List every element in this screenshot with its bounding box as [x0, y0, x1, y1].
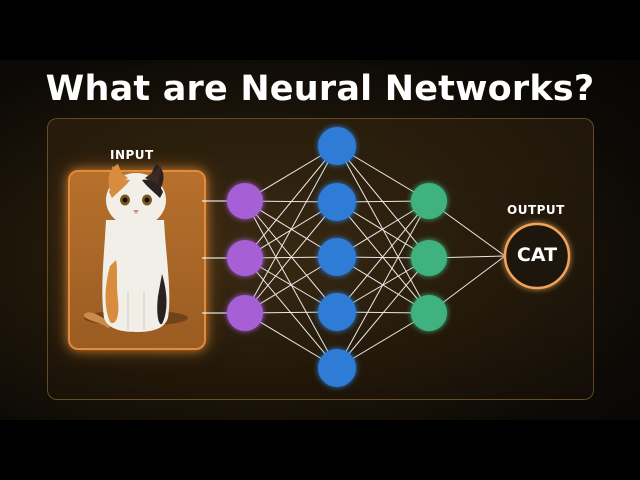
page-title: What are Neural Networks?: [45, 69, 595, 109]
input-label: INPUT: [110, 148, 154, 162]
network-diagram: [83, 127, 571, 387]
letterbox-bottom: [0, 420, 640, 480]
edge: [244, 145, 338, 314]
diagram-stage: What are Neural Networks? INPUT: [0, 60, 640, 420]
network-nodes: [227, 127, 447, 387]
edge: [336, 257, 430, 369]
input-layer-node-3: [227, 295, 263, 331]
hidden-layer-node-3: [318, 238, 356, 276]
input-layer-node-1: [227, 183, 263, 219]
output-label: OUTPUT: [507, 203, 565, 217]
output-layer-node-1: [411, 183, 447, 219]
edge: [244, 145, 338, 259]
edge: [244, 200, 338, 313]
output-value: CAT: [516, 244, 558, 266]
output-result-node: [503, 222, 571, 290]
hidden-layer-node-2: [318, 183, 356, 221]
edge: [336, 200, 430, 313]
hidden-layer-node-5: [318, 349, 356, 387]
input-layer-node-2: [227, 240, 263, 276]
edge: [336, 200, 430, 369]
input-connectors: [202, 200, 230, 314]
letterbox-top: [0, 0, 640, 60]
hidden-layer-node-4: [318, 293, 356, 331]
hidden-layer-node-1: [318, 127, 356, 165]
output-layer-node-3: [411, 295, 447, 331]
output-layer-node-2: [411, 240, 447, 276]
cat-icon: [83, 164, 188, 332]
edge: [244, 201, 338, 314]
